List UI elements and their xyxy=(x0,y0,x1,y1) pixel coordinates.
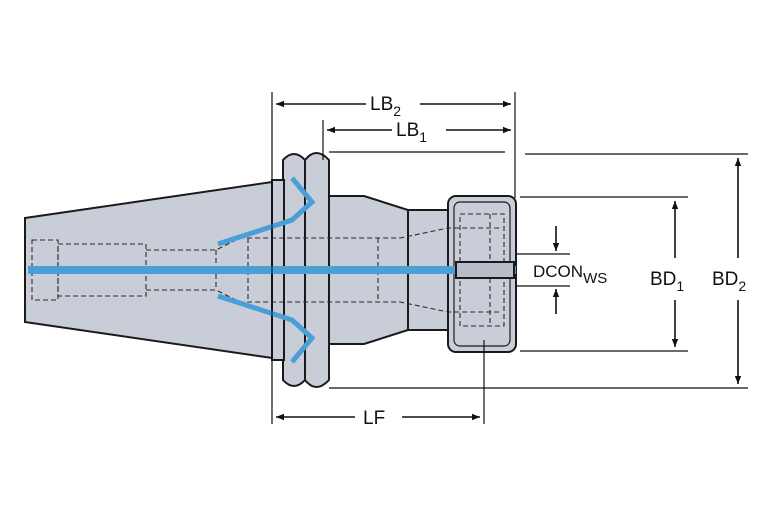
dimension-lines xyxy=(276,100,742,421)
coolant-upper-channel xyxy=(217,176,316,247)
extension-lines xyxy=(271,92,748,424)
label-lf: LF xyxy=(363,408,385,429)
coolant-lower-channel xyxy=(217,293,316,364)
label-bd2: BD2 xyxy=(712,269,746,294)
label-lb2: LB2 xyxy=(370,94,401,119)
collet-bore xyxy=(455,261,515,279)
dimension-labels: LB2 LB1 LF BD1 BD2 DCONWS xyxy=(363,94,746,429)
label-lb1: LB1 xyxy=(396,120,427,145)
label-dcon: DCONWS xyxy=(533,262,607,287)
label-bd1: BD1 xyxy=(650,269,684,294)
